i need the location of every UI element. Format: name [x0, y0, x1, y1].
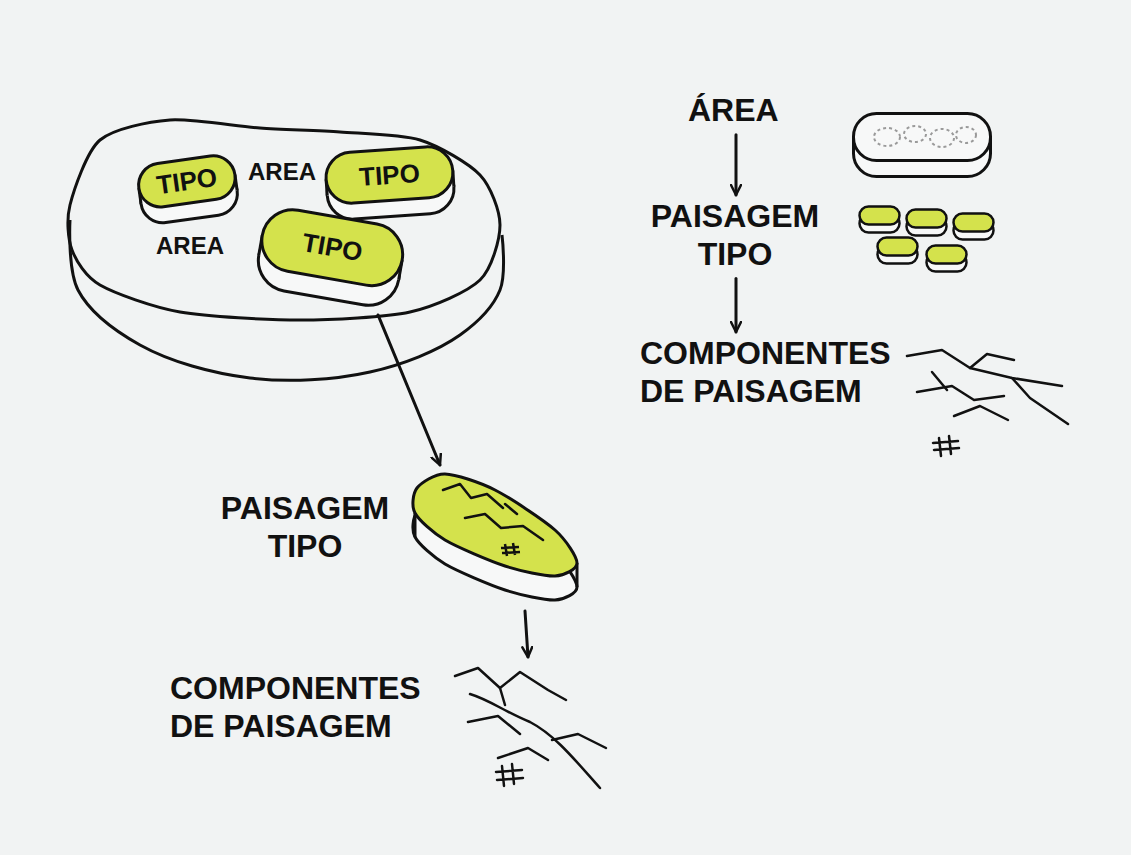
region-top [68, 120, 500, 320]
river-line [954, 406, 1008, 420]
dotted-patch [904, 126, 926, 142]
river-line [907, 350, 1062, 386]
slab-top [878, 238, 918, 256]
flow-arrow [378, 315, 440, 465]
slab-top [954, 214, 994, 232]
text-holder: ÁREA [688, 92, 808, 130]
node-label: COMPONENTES DE PAISAGEM [640, 335, 915, 411]
node-label: ÁREA [688, 92, 808, 130]
landscape-type-block: PAISAGEM TIPO [205, 468, 590, 608]
slab-top [854, 114, 991, 161]
flow-arrow [525, 611, 528, 657]
slab-top [860, 207, 900, 225]
components-label: COMPONENTES DE PAISAGEM [170, 660, 610, 795]
river-line [932, 372, 947, 390]
node-label: PAISAGEM TIPO [205, 490, 405, 566]
type-icon [927, 246, 967, 272]
type-icon [878, 238, 918, 264]
node-label: PAISAGEM TIPO [640, 198, 830, 274]
text-holder: COMPONENTES DE PAISAGEM [640, 335, 915, 411]
river-line [443, 484, 543, 540]
flow-arrow [735, 135, 738, 195]
dotted-patches [874, 126, 976, 147]
node-label: AREA [156, 232, 224, 260]
dotted-patch [956, 127, 976, 143]
text-holder: COMPONENTES DE PAISAGEM [170, 670, 445, 746]
type-patch: TIPO [134, 151, 242, 227]
hierarchy-label: COMPONENTES DE PAISAGEM [640, 335, 917, 413]
slab-top [136, 153, 238, 210]
type-icon [860, 207, 900, 233]
slab-top [257, 205, 408, 291]
type-patch: TIPO [323, 144, 458, 223]
type-icon [954, 214, 994, 240]
text-holder: PAISAGEM TIPO [205, 490, 405, 566]
river-line [1012, 378, 1068, 424]
node-outline [205, 468, 590, 608]
text-holder: TIPO [358, 158, 421, 193]
hierarchy-label: ÁREA [688, 92, 810, 132]
river-sketch [455, 668, 606, 788]
settlement-symbol [496, 764, 523, 786]
node-label: COMPONENTES DE PAISAGEM [170, 670, 445, 746]
river-sketch [907, 350, 1068, 456]
dotted-patch [930, 129, 954, 147]
text-holder: PAISAGEM TIPO [640, 198, 830, 274]
river-line [468, 716, 520, 734]
river-line [552, 734, 606, 748]
slab-top [907, 210, 947, 228]
flow-arrow [735, 279, 738, 333]
slab-top [927, 246, 967, 264]
text-holder: AREA [248, 158, 316, 186]
river-line [498, 748, 548, 760]
area-region: AREAAREATIPOTIPOTIPO [60, 108, 515, 393]
node-label: TIPO [358, 158, 421, 193]
settlement-symbol [501, 543, 520, 556]
river-line [970, 354, 1014, 368]
river-line [470, 694, 600, 788]
landscape-slab [413, 474, 577, 600]
river-line [500, 688, 505, 705]
dotted-patch [874, 128, 900, 146]
type-patch: TIPO [252, 203, 410, 312]
type-icon [907, 210, 947, 236]
text-holder: AREA [156, 232, 224, 260]
slab-top [413, 474, 577, 576]
node-label: AREA [248, 158, 316, 186]
slab-top [324, 145, 454, 205]
settlement-symbol [933, 436, 959, 456]
hierarchy-label: PAISAGEM TIPO [640, 198, 832, 276]
type-icons [860, 207, 994, 272]
area-icon [854, 114, 991, 177]
river-line [917, 386, 1004, 400]
